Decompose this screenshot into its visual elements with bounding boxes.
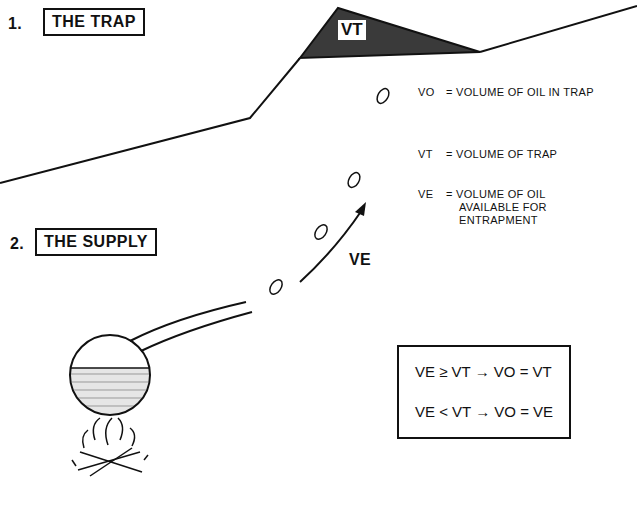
box-title: THE TRAP [52,13,136,30]
trap-fill [300,8,480,58]
flask-neck [130,302,246,341]
oil-drop [267,278,284,297]
oil-drop [375,87,392,106]
trap-shape: VT [298,6,482,60]
formula-line: VE ≥ VT → VO = VT [415,361,553,383]
flask-neck [141,312,252,351]
fire [72,418,148,476]
oil-drop [312,223,329,242]
definition: = VOLUME OF OIL AVAILABLE FOR ENTRAPMENT [446,188,596,227]
box-title: THE SUPPLY [44,233,148,250]
definition: = VOLUME OF OIL IN TRAP [446,86,596,99]
section-number: 2. [10,234,24,254]
box-title: VT [338,20,366,40]
migration-arrow [300,210,362,282]
symbol: VE [418,188,433,201]
rock-boundary [0,58,300,183]
arrow-label: VE [349,250,371,270]
arrow-head [355,202,366,216]
liquid-surface [71,367,149,369]
trap-outline [298,6,482,60]
title-box: THE SUPPLY [35,228,157,256]
formula-box: VE ≥ VT → VO = VT VE < VT → VO = VE [397,345,571,439]
rock-boundary [480,6,637,52]
symbol: VT [418,148,433,161]
liquid [70,368,150,418]
title-box: THE TRAP [43,8,145,36]
formula-line: VE < VT → VO = VE [415,401,553,423]
oil-drop [346,171,363,190]
definition: = VOLUME OF TRAP [446,148,596,161]
section-number: 1. [8,14,22,34]
flask [70,335,150,415]
symbol: VO [418,86,435,99]
